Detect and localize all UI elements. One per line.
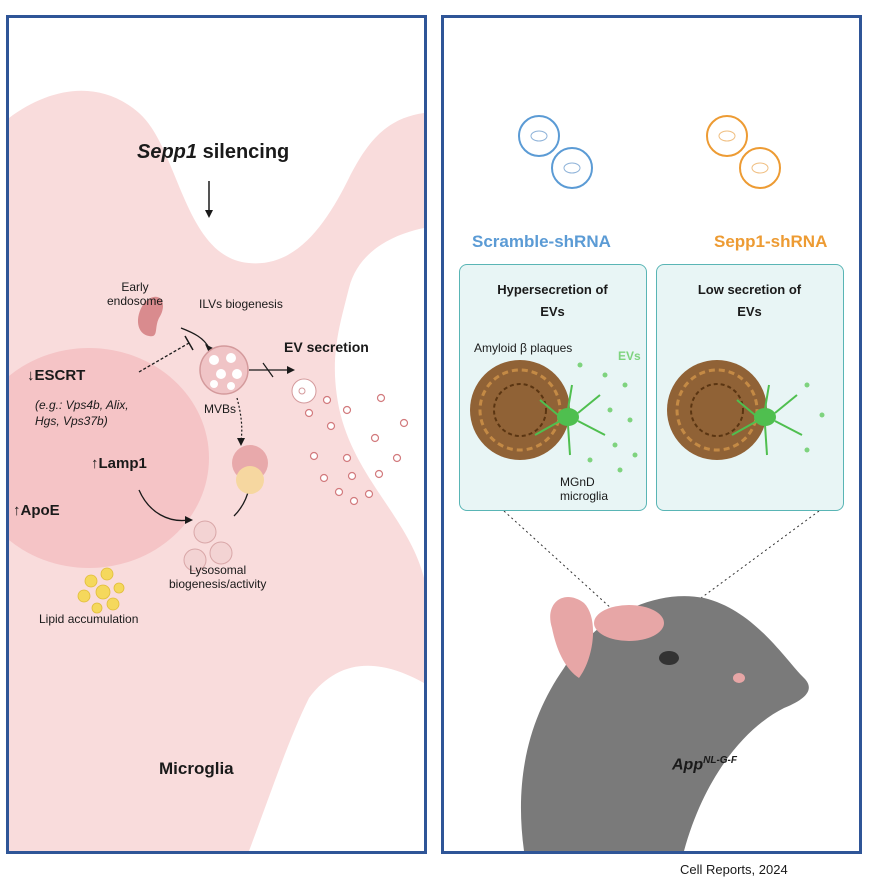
ev-secretion-label: EV secretion: [284, 339, 369, 355]
mvbs-label: MVBs: [204, 402, 237, 416]
ev-dots: [804, 382, 825, 453]
apoe-text: ApoE: [20, 502, 60, 519]
sepp1-shrna-label: Sepp1-shRNA: [714, 232, 828, 251]
lysosomal-line2: biogenesis/activity: [169, 577, 267, 591]
mouse-ear: [550, 597, 594, 678]
apoe-label: ↑ApoE: [13, 502, 60, 519]
app-allele-superscript: NL-G-F: [703, 755, 737, 766]
sepp1-silencing-label: Sepp1 silencing: [137, 141, 289, 164]
lysosome: [209, 541, 233, 565]
box2-title-line1: Low secretion of: [697, 282, 802, 297]
microglia-label: Microglia: [159, 759, 234, 778]
microglia-cell: [731, 384, 803, 456]
app-gene: App: [672, 756, 704, 774]
amyloid-plaques-label: Amyloid β plaques: [474, 341, 573, 355]
mgnd-line1: MGnD: [560, 475, 595, 489]
left-panel-microglia: Sepp1 silencing Early endosome ILVs biog…: [6, 15, 427, 854]
microglia-cell: [534, 384, 606, 456]
plaque-microglia-scene-1: [470, 360, 638, 473]
early-endosome-shape: [137, 296, 164, 337]
released-evs: [304, 393, 409, 506]
amyloid-plaque: [667, 360, 767, 460]
lipid-droplets: [77, 567, 125, 614]
low-secretion-title: Low secretion of EVs: [657, 279, 842, 323]
mouse-brain: [594, 605, 664, 641]
early-endosome-line2: endosome: [107, 294, 164, 308]
ev-dots: [577, 362, 638, 473]
mgnd-line2: microglia: [560, 489, 609, 503]
escrt-label: ↓ESCRT: [27, 367, 85, 384]
mouse-eye: [659, 651, 679, 665]
silencing-word: silencing: [197, 141, 290, 163]
lipid-accumulation-label: Lipid accumulation: [39, 612, 139, 626]
mouse-head: [520, 596, 809, 851]
low-secretion-box: Low secretion of EVs: [656, 264, 844, 511]
evs-label: EVs: [618, 349, 641, 363]
escrt-examples: (e.g.: Vps4b, Alix, Hgs, Vps37b): [35, 397, 129, 429]
down-arrow-icon: ↓: [27, 367, 35, 384]
lysosomal-label: Lysosomal biogenesis/activity: [169, 563, 266, 591]
hypersecretion-box: Hypersecretion of EVs Amyloid β plaques …: [459, 264, 647, 511]
right-panel-illustration: [503, 115, 820, 851]
microglia-cell-illustration: [9, 90, 424, 851]
amyloid-plaque: [470, 360, 570, 460]
escrt-examples-line1: (e.g.: Vps4b, Alix,: [35, 398, 129, 412]
up-arrow-icon: ↑: [91, 455, 99, 472]
right-panel-mouse-model: Scramble-shRNA Sepp1-shRNA Hypersecretio…: [441, 15, 862, 854]
sepp1-ev-icon: [706, 115, 781, 189]
scramble-shrna-label: Scramble-shRNA: [472, 232, 611, 251]
box1-title-line1: Hypersecretion of: [497, 282, 608, 297]
early-endosome-label: Early endosome: [107, 280, 163, 308]
box2-title-line2: EVs: [737, 304, 762, 319]
source-citation: Cell Reports, 2024: [680, 862, 788, 877]
mouse-nose: [733, 673, 745, 683]
escrt-text: ESCRT: [34, 367, 86, 384]
escrt-region: [9, 348, 209, 568]
up-arrow-icon: ↑: [13, 502, 21, 519]
sepp1-gene: Sepp1: [137, 141, 198, 163]
early-endosome-line1: Early: [121, 280, 149, 294]
scramble-ev-icon: [518, 115, 593, 189]
box1-title-line2: EVs: [540, 304, 565, 319]
mgnd-microglia-label: MGnD microglia: [560, 475, 608, 503]
lysosome: [183, 548, 207, 572]
lamp1-label: ↑Lamp1: [91, 455, 147, 472]
microglia-cell-body: [9, 90, 424, 851]
escrt-examples-line2: Hgs, Vps37b): [35, 414, 108, 428]
mouse-model-label: AppNL-G-F: [672, 755, 737, 774]
lamp1-text: Lamp1: [98, 455, 147, 472]
hypersecretion-title: Hypersecretion of EVs: [460, 279, 645, 323]
lysosome: [193, 520, 217, 544]
lysosomal-line1: Lysosomal: [189, 563, 247, 577]
plaque-microglia-scene-2: [667, 360, 825, 460]
ilvs-biogenesis-label: ILVs biogenesis: [199, 297, 283, 311]
